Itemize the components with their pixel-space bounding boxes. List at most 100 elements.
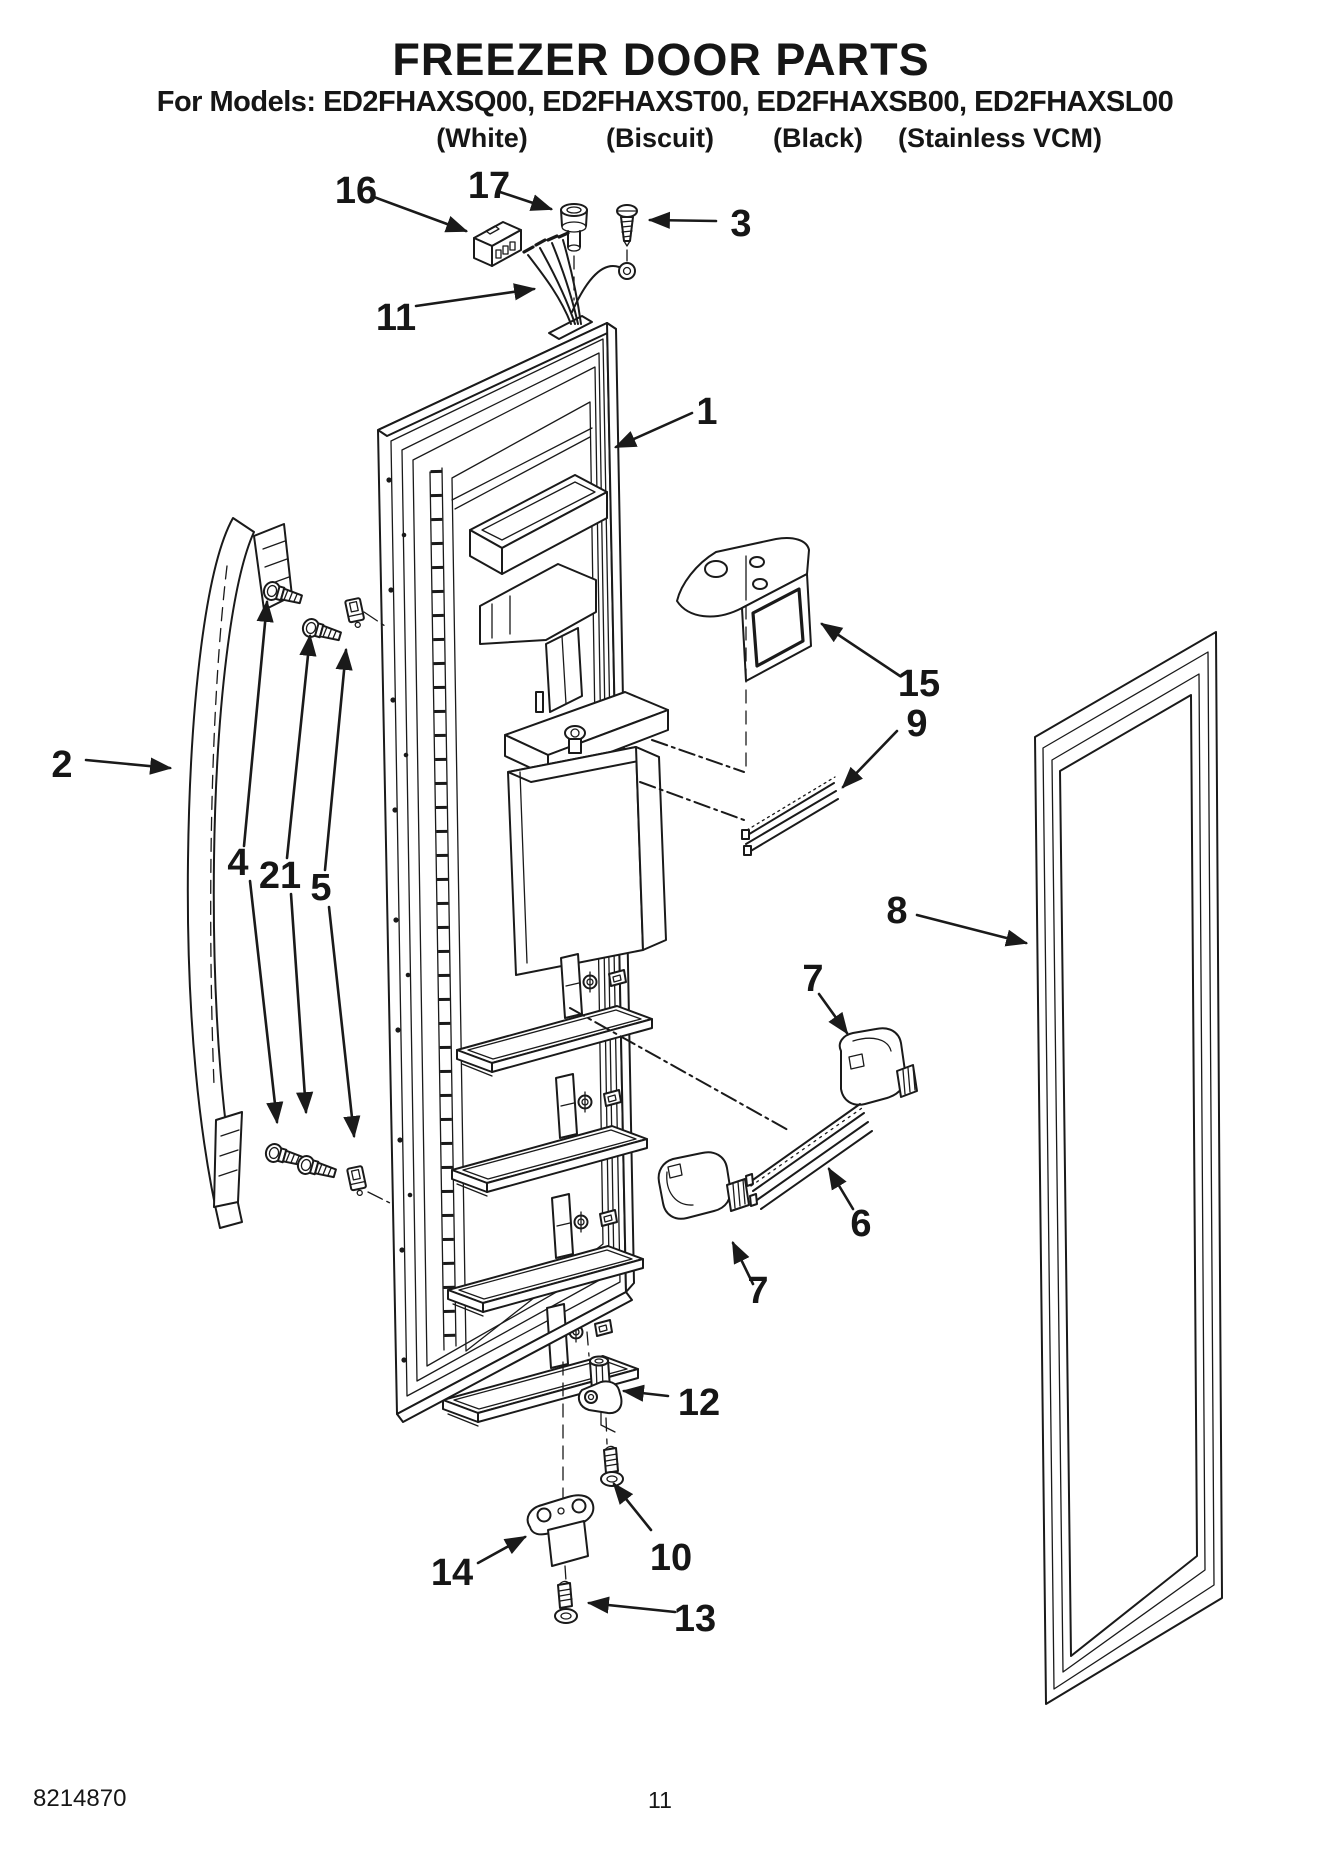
dispenser-hopper <box>479 563 597 713</box>
arrow-21-down <box>289 892 314 1115</box>
handle-clip-part5 <box>346 1164 369 1198</box>
door-gasket-part8 <box>1034 631 1223 1705</box>
trim-rail-part9 <box>741 776 839 856</box>
arrow-16 <box>372 195 469 233</box>
end-cap-curve <box>666 1171 694 1206</box>
ring-terminal <box>618 262 636 280</box>
handle-bottom-mount-pocket <box>213 1111 243 1208</box>
plate-hole <box>571 1498 587 1514</box>
callout-6: 6 <box>850 1203 871 1245</box>
callout-12: 12 <box>678 1382 720 1424</box>
screw-head <box>554 1608 578 1624</box>
screw-tip <box>603 1445 617 1452</box>
alignment-leader <box>363 611 389 629</box>
alignment-dash <box>586 1331 590 1357</box>
callout-13: 13 <box>674 1598 716 1640</box>
arrow-14 <box>476 1535 527 1565</box>
screw-head <box>600 1471 624 1487</box>
rail-knurling <box>746 776 836 831</box>
slot-ladder-rail <box>429 471 445 1351</box>
wire-to-terminal <box>571 265 620 313</box>
arrow-5-up <box>323 647 353 872</box>
pin-foot <box>577 1380 623 1415</box>
slot-ladder-rail <box>441 467 457 1347</box>
bracket-flap-opening <box>751 587 805 668</box>
wire-terminal-tip <box>546 234 559 242</box>
grommet-flange <box>560 203 588 217</box>
arrow-10 <box>612 1482 653 1532</box>
hinge-screw-part10 <box>600 1445 624 1487</box>
arrow-11 <box>414 283 537 308</box>
finish-label-white: (White) <box>436 123 528 153</box>
leader-elbow <box>600 1412 616 1433</box>
end-cap-body <box>657 1151 732 1220</box>
handle-fasteners-upper <box>260 579 389 646</box>
callout-labels: 16 17 3 11 1 2 4 21 5 15 9 8 7 6 7 12 10… <box>51 165 940 1640</box>
plate-hole <box>557 1507 565 1515</box>
rail-end-tab <box>749 1193 758 1207</box>
gasket-inner <box>1059 694 1198 1657</box>
rail-knurling <box>750 1107 863 1187</box>
connector-pin <box>495 249 502 259</box>
callout-11: 11 <box>376 297 416 339</box>
pin-bore <box>594 1358 604 1364</box>
handle-fasteners-lower <box>262 1141 393 1205</box>
grommet-bore <box>566 206 582 214</box>
arrow-7-upper <box>817 992 849 1035</box>
bracket-plate <box>676 537 810 618</box>
door-frame-line <box>390 338 621 1397</box>
callout-7-lower: 7 <box>747 1270 768 1312</box>
leader-to-chute-parts <box>569 1007 789 1131</box>
handle-center-line <box>210 565 228 1086</box>
plate-hole <box>536 1507 552 1523</box>
connector-pin <box>502 245 509 255</box>
door-top-bin <box>451 427 608 575</box>
ring-terminal-hole <box>622 266 632 276</box>
wire-terminal-tip <box>522 245 535 254</box>
hinge-bracket-part15 <box>676 537 812 771</box>
chute-end-cap-upper-part7 <box>838 1027 918 1106</box>
callout-10: 10 <box>650 1537 692 1579</box>
alignment-dash <box>605 1417 608 1445</box>
grommet-stem <box>567 244 581 252</box>
document-number: 8214870 <box>33 1785 127 1812</box>
rail-end-tab <box>743 845 752 856</box>
connector-pin <box>509 241 516 251</box>
arrow-9 <box>841 729 899 789</box>
callout-8: 8 <box>886 890 907 932</box>
door-frame-screw-dots <box>386 477 413 1363</box>
alignment-leaders <box>569 739 789 1131</box>
page-title: FREEZER DOOR PARTS <box>392 34 930 85</box>
arrow-21-up <box>285 633 317 860</box>
handle-screw-part21 <box>294 1153 339 1183</box>
arrow-4-up <box>242 599 274 848</box>
wire-terminal-tip <box>534 238 547 247</box>
arrow-17 <box>495 189 554 211</box>
end-cap-curve <box>852 1037 892 1052</box>
end-cap-tab <box>896 1064 918 1098</box>
bottom-hinge-plate-part14 <box>526 1361 595 1582</box>
arrow-7-lower <box>731 1241 755 1286</box>
slot-ladder-rungs <box>430 469 456 1349</box>
screw-tip <box>623 240 631 247</box>
connector-latch <box>485 225 500 235</box>
finish-label-black: (Black) <box>772 123 864 153</box>
arrow-15 <box>820 622 902 678</box>
callout-7-upper: 7 <box>802 958 823 1000</box>
wire <box>539 247 576 325</box>
freezer-door-panel-part1 <box>377 315 669 1427</box>
arrow-3 <box>647 211 718 229</box>
dispenser-insulation-slab <box>507 746 667 976</box>
wire-terminal-tip <box>557 231 570 239</box>
handle-clip-part5 <box>344 596 367 630</box>
callout-16: 16 <box>335 170 377 212</box>
handle-screw-part21 <box>299 616 344 646</box>
pin-top <box>589 1355 609 1367</box>
callout-2: 2 <box>51 744 72 786</box>
grommet-collar <box>561 221 587 233</box>
arrow-4-down <box>248 879 284 1125</box>
callout-1: 1 <box>696 391 717 433</box>
arrow-8 <box>915 913 1029 947</box>
